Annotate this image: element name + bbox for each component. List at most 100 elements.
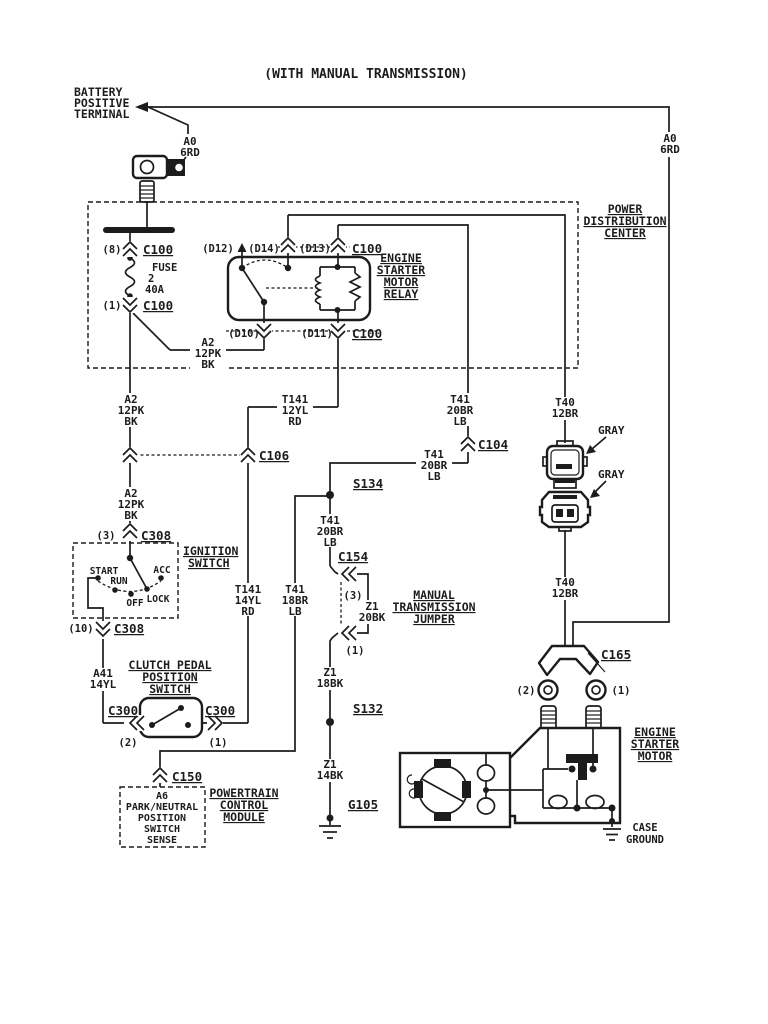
fuse-symbol: [124, 257, 136, 297]
svg-text:Z1: Z1: [323, 758, 337, 771]
svg-text:14YL: 14YL: [235, 594, 262, 607]
brush-right: [462, 781, 471, 798]
pcm-input-label: A6 PARK/NEUTRAL POSITION SWITCH SENSE: [126, 791, 198, 846]
svg-text:IGNITION: IGNITION: [183, 544, 238, 558]
pin-2: (2): [119, 737, 138, 749]
svg-text:T41: T41: [285, 583, 305, 596]
svg-text:TERMINAL: TERMINAL: [74, 107, 129, 121]
solenoid-plunger-stem: [578, 754, 587, 780]
pdc-label: POWER DISTRIBUTION CENTER: [583, 202, 666, 240]
svg-text:12PK: 12PK: [118, 404, 145, 417]
relay-switch-blade: [241, 267, 265, 303]
pin-d13: (D13): [299, 243, 331, 255]
gray-connector-female: [538, 490, 592, 532]
gray-arrow-icon-1: [586, 445, 596, 454]
svg-text:MOTOR: MOTOR: [638, 749, 673, 763]
brush-top: [434, 759, 451, 768]
svg-text:T41: T41: [320, 514, 340, 527]
svg-text:T40: T40: [555, 576, 575, 589]
diagram-title: (WITH MANUAL TRANSMISSION): [264, 67, 468, 82]
relay-resistor-icon: [348, 272, 362, 302]
svg-text:SWITCH: SWITCH: [144, 824, 180, 835]
ground-label-g105: G105: [348, 797, 378, 812]
wire-label-t41-20br-mid: T41 20BR LB: [421, 448, 448, 483]
svg-text:12BR: 12BR: [552, 407, 579, 420]
pin-d11: (D11): [301, 328, 333, 340]
svg-text:ACC: ACC: [153, 565, 170, 576]
svg-text:POSITION: POSITION: [142, 670, 197, 684]
gray-label-2: GRAY: [598, 468, 625, 481]
ignition-switch: [95, 554, 164, 597]
svg-text:6RD: 6RD: [660, 143, 680, 156]
svg-text:A6: A6: [156, 791, 168, 802]
svg-text:T41: T41: [450, 393, 470, 406]
pin-c154-3: (3): [344, 590, 363, 602]
ring-terminal-2: [537, 679, 559, 701]
svg-text:MODULE: MODULE: [223, 810, 265, 824]
svg-text:12PK: 12PK: [195, 347, 222, 360]
svg-text:LB: LB: [288, 605, 302, 618]
svg-text:CONTROL: CONTROL: [220, 798, 269, 812]
brush-left: [414, 781, 423, 798]
svg-text:LB: LB: [427, 470, 441, 483]
svg-text:POSITION: POSITION: [138, 813, 186, 824]
svg-text:GROUND: GROUND: [626, 834, 664, 846]
pin-1: (1): [103, 300, 122, 312]
svg-text:T141: T141: [235, 583, 262, 596]
wire-label-t141-12yl: T141 12YL RD: [282, 393, 309, 428]
pin-c165-1: (1): [612, 685, 631, 697]
splice-label-s134: S134: [353, 476, 383, 491]
svg-text:T141: T141: [282, 393, 309, 406]
solenoid-coil-left: [548, 794, 568, 810]
g105-ground-symbol: [319, 814, 341, 839]
svg-text:TRANSMISSION: TRANSMISSION: [392, 600, 475, 614]
svg-text:MOTOR: MOTOR: [384, 275, 419, 289]
svg-text:T41: T41: [424, 448, 444, 461]
case-ground-symbol: [603, 808, 621, 841]
gray-label-1: GRAY: [598, 424, 625, 437]
battery-positive-terminal-label: BATTERY POSITIVE TERMINAL: [74, 85, 129, 121]
svg-text:A2: A2: [201, 336, 214, 349]
brush-springs: [406, 774, 419, 799]
connector-c100-1: C100: [143, 242, 173, 257]
clutch-switch-blade: [151, 707, 182, 726]
svg-text:RELAY: RELAY: [384, 287, 419, 301]
solenoid-coil-right: [585, 794, 605, 810]
svg-text:T40: T40: [555, 396, 575, 409]
pcm-box: [119, 786, 206, 848]
svg-text:20BR: 20BR: [421, 459, 448, 472]
svg-text:14BK: 14BK: [317, 769, 344, 782]
svg-text:A2: A2: [124, 393, 137, 406]
label-backers: [86, 132, 685, 782]
connector-c100-4: C100: [352, 326, 382, 341]
connector-c100-3: C100: [352, 241, 382, 256]
svg-text:14YL: 14YL: [90, 678, 117, 691]
svg-text:RD: RD: [241, 605, 255, 618]
d12-arrow-icon: [237, 243, 247, 252]
connector-c308-2: C308: [114, 621, 144, 636]
clutch-switch-label: CLUTCH PEDAL POSITION SWITCH: [128, 658, 211, 696]
pin-c154-1: (1): [346, 645, 365, 657]
wire-label-t41-20br-upper: T41 20BR LB: [447, 393, 474, 428]
pin-10: (10): [68, 623, 93, 635]
svg-text:12YL: 12YL: [282, 404, 309, 417]
starter-stud-left: [540, 705, 557, 730]
wire-label-a2-upper: A2 12PK BK: [118, 393, 145, 428]
svg-text:A0: A0: [183, 135, 196, 148]
splice-s134: [326, 491, 334, 499]
wire-label-a2-leader: A2 12PK BK: [195, 336, 222, 371]
c165-terminal-boot: [537, 644, 607, 730]
svg-text:STARTER: STARTER: [631, 737, 680, 751]
svg-text:A0: A0: [663, 132, 676, 145]
svg-text:12PK: 12PK: [118, 498, 145, 511]
svg-text:STARTER: STARTER: [377, 263, 426, 277]
svg-text:LOCK: LOCK: [147, 594, 170, 605]
relay-coil-icon: [314, 275, 323, 305]
ignition-switch-label: IGNITION SWITCH: [183, 544, 238, 570]
wire-label-t41-18br: T41 18BR LB: [282, 583, 309, 618]
svg-text:POSITIVE: POSITIVE: [74, 96, 129, 110]
pin-1b: (1): [209, 737, 228, 749]
wire-label-z1-20bk: Z1 20BK: [359, 600, 386, 624]
wire-label-a0-right: A0 6RD: [660, 132, 680, 156]
